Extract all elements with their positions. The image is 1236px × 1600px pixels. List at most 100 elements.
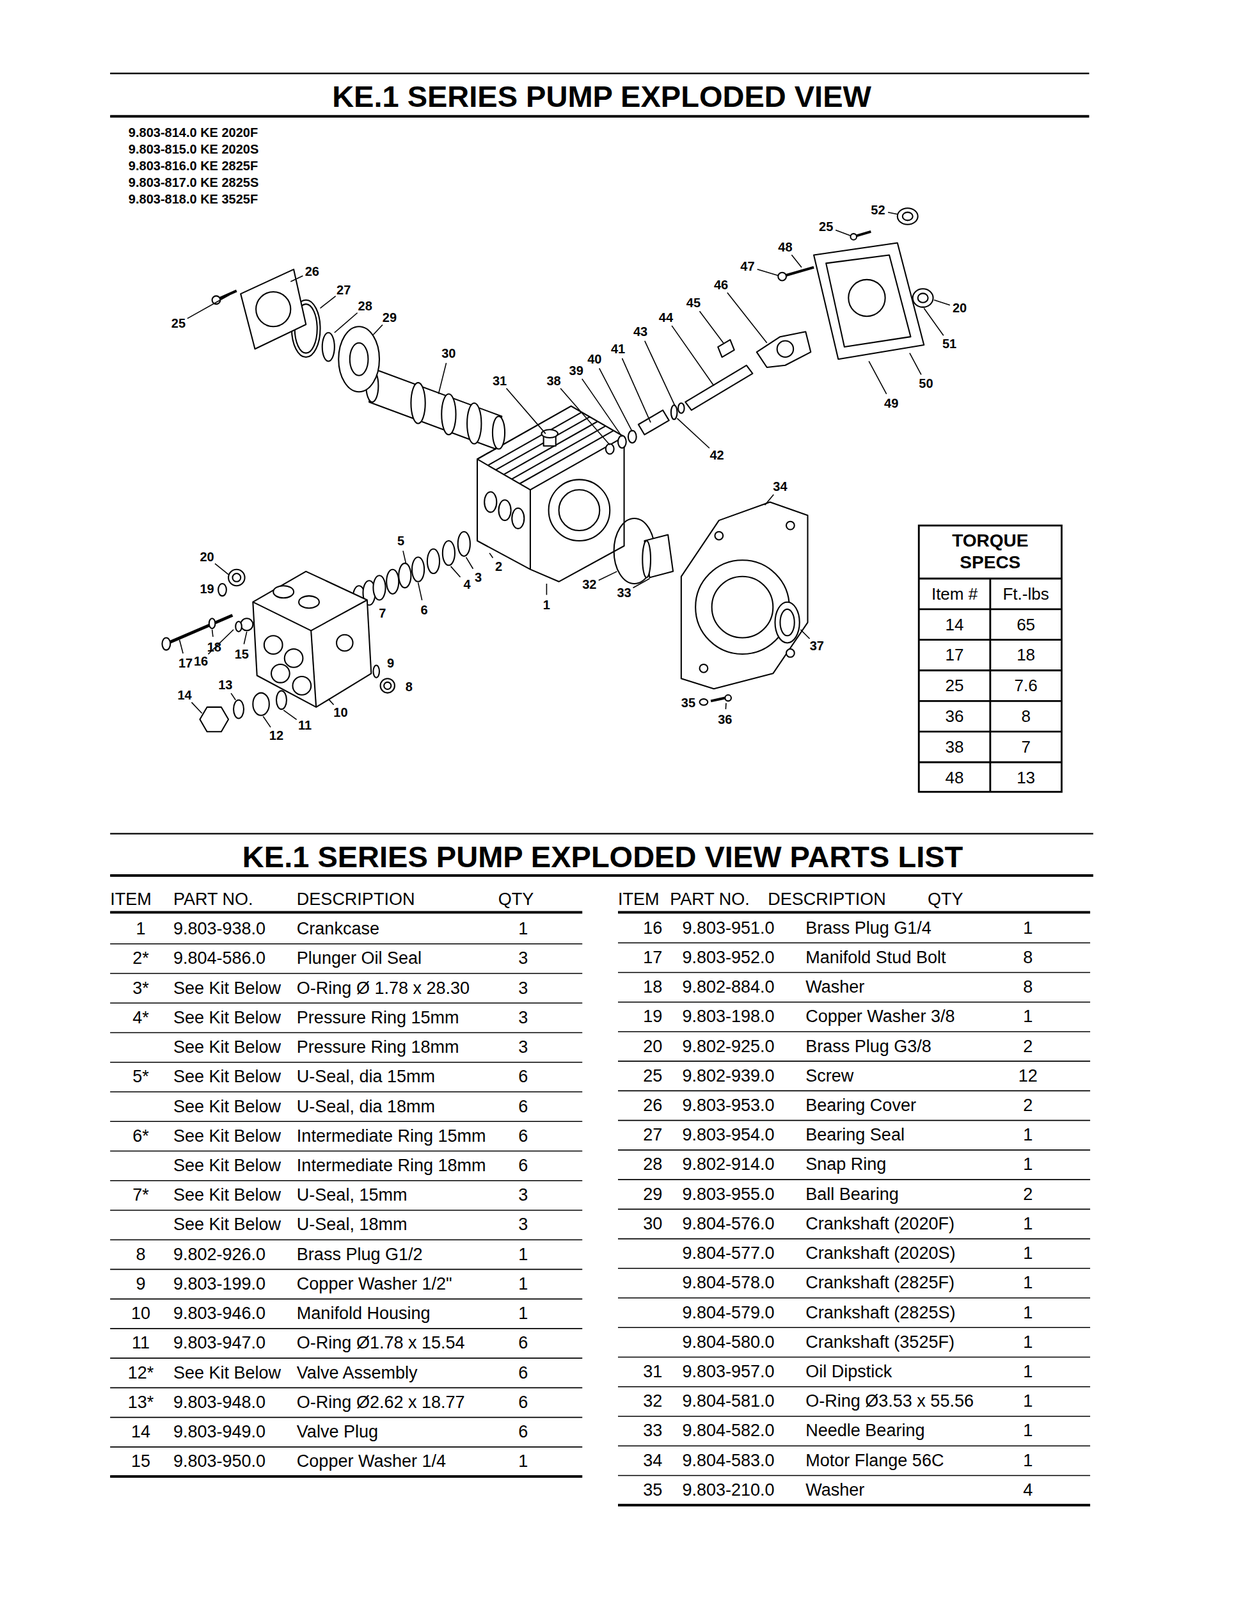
table-row-line: [618, 941, 1091, 943]
crankcase: [519, 430, 614, 484]
part-description: Copper Washer 3/8: [805, 1006, 955, 1027]
manifold-housing: [264, 635, 283, 654]
flange-oring: [614, 518, 656, 584]
leader-line: [214, 563, 229, 575]
table-cell: 17: [945, 645, 965, 665]
brass-plug: [232, 573, 241, 582]
brass-plug: [228, 569, 246, 587]
part-description: Snap Ring: [805, 1155, 887, 1175]
crankcase: [477, 406, 625, 582]
quantity: 3: [518, 949, 528, 969]
bearing-cover: [255, 291, 291, 327]
part-number: See Kit Below: [173, 1037, 281, 1057]
table-cell: 25: [945, 676, 965, 695]
table-row-line: [110, 1298, 583, 1300]
quantity: 1: [518, 1451, 528, 1471]
part-description: Valve Plug: [296, 1422, 379, 1442]
seal-stack: [386, 569, 399, 594]
callout-number: 7: [378, 605, 386, 620]
callout-number: 30: [441, 346, 456, 361]
callout-number: 9: [387, 655, 395, 670]
connecting-rod: [777, 340, 794, 358]
plunger-parts: [678, 403, 685, 414]
crankcase: [484, 491, 497, 512]
brass-plug: [383, 681, 391, 690]
column-header: DESCRIPTION: [767, 889, 887, 910]
part-description: Ball Bearing: [805, 1184, 899, 1205]
callout-number: 6: [420, 602, 428, 617]
leader-line: [644, 340, 675, 407]
quantity: 2: [1022, 1095, 1033, 1116]
column-header: DESCRIPTION: [296, 889, 416, 910]
plunger-parts: [671, 404, 678, 420]
motor-flange: [710, 697, 725, 702]
crankcase: [477, 406, 625, 582]
callout-number: 4: [463, 577, 471, 592]
quantity: 1: [1022, 1006, 1033, 1027]
crankcase: [548, 479, 611, 541]
quantity: 1: [1022, 1273, 1033, 1293]
part-description: Washer: [805, 1480, 865, 1500]
stud-bolt: [209, 618, 216, 629]
rule-line: [110, 73, 1094, 913]
callout-number: 11: [298, 717, 312, 732]
table-row-line: [618, 1060, 1091, 1062]
table-cell: 48: [945, 767, 965, 787]
quantity: 3: [518, 1215, 528, 1235]
leader-line: [328, 698, 334, 705]
oil-dipstick: [541, 429, 558, 438]
seal-stack: [398, 562, 411, 588]
quantity: 1: [1022, 1450, 1033, 1471]
quantity: 1: [1022, 1155, 1033, 1175]
item-number: 3*: [132, 978, 150, 999]
valve-parts: [199, 690, 286, 732]
part-description: Pressure Ring 15mm: [296, 1008, 460, 1028]
callout-number: 40: [587, 351, 602, 366]
part-description: Washer: [805, 977, 865, 997]
leader-line: [403, 550, 406, 564]
valve-parts: [252, 692, 270, 716]
crankcase: [511, 426, 606, 480]
part-description: Screw: [805, 1066, 854, 1086]
table-row-line: [618, 1267, 1091, 1269]
part-description: Copper Washer 1/2": [296, 1274, 453, 1294]
leader-line: [934, 300, 951, 306]
leader-line: [230, 692, 236, 700]
quantity: 1: [1022, 1125, 1033, 1145]
quantity: 1: [1022, 1362, 1033, 1382]
leader-line: [582, 378, 623, 437]
seal-stack: [427, 548, 440, 574]
page-title: KE.1 SERIES PUMP EXPLODED VIEW: [332, 80, 872, 114]
valve-parts: [276, 690, 287, 709]
crankshaft: [365, 369, 505, 449]
table-cell: 36: [945, 706, 965, 726]
item-number: 28: [642, 1155, 663, 1175]
item-number: 14: [131, 1422, 151, 1442]
manifold-housing: [284, 648, 304, 668]
item-number: 33: [642, 1421, 663, 1441]
callout-number: 17: [178, 655, 193, 670]
part-description: Plunger Oil Seal: [296, 949, 422, 969]
part-number: 9.803-952.0: [681, 948, 775, 968]
ball-bearing: [349, 342, 369, 376]
bearing-cover: [240, 269, 306, 349]
leader-line: [506, 388, 546, 434]
snap-ring: [322, 332, 335, 362]
quantity: 12: [1018, 1066, 1038, 1086]
part-description: Needle Bearing: [805, 1421, 925, 1441]
callout-number: 14: [177, 687, 192, 702]
item-number: 18: [642, 977, 663, 997]
seal-stack: [412, 557, 425, 582]
callout-number: 46: [713, 277, 729, 292]
table-row-line: [110, 1179, 583, 1181]
part-number: 9.803-955.0: [681, 1184, 775, 1205]
item-number: 15: [131, 1451, 151, 1471]
leader-line: [923, 308, 944, 336]
leader-line: [909, 353, 922, 375]
callout-number: 5: [397, 533, 405, 548]
callout-number: 52: [870, 202, 885, 217]
model-number: 9.803-818.0 KE 3525F: [128, 191, 258, 206]
flange-oring: [642, 540, 651, 578]
quantity: 8: [1022, 948, 1033, 968]
